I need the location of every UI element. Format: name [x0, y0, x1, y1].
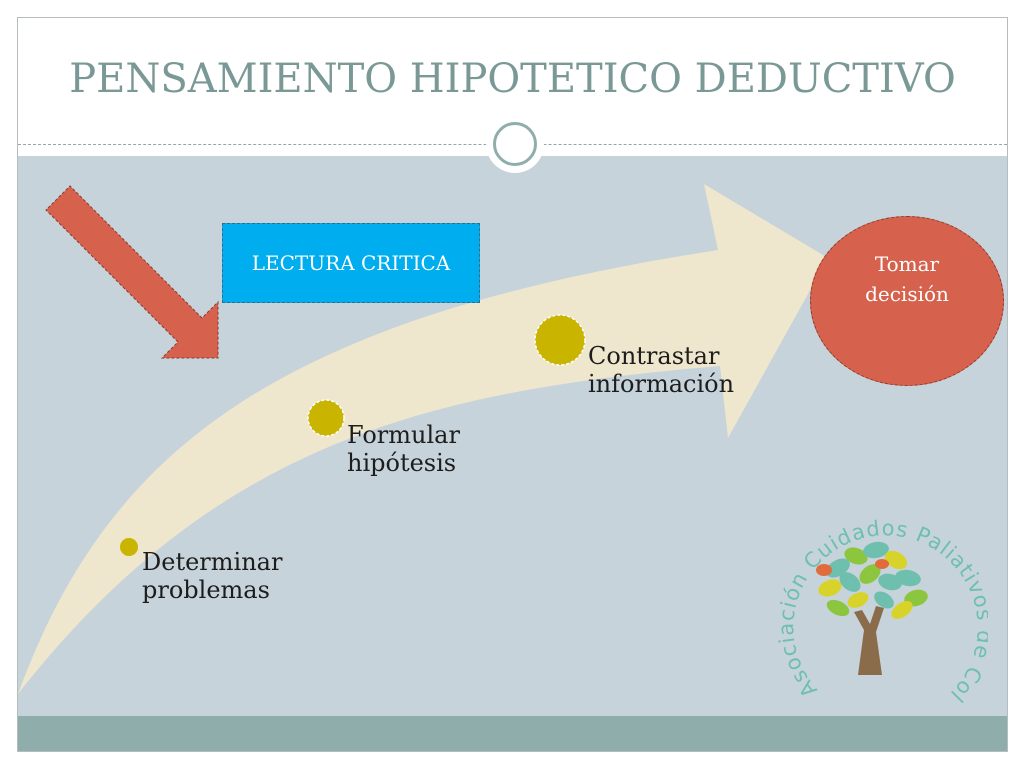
tree-of-hands-icon: Asociación Cuidados Paliativos de Colomb… [747, 471, 996, 708]
step-1-line-2: problemas [142, 576, 270, 604]
step-2-line-2: hipótesis [347, 449, 457, 477]
lectura-critica-box: LECTURA CRITICA [222, 223, 480, 303]
decision-line-1: Tomar [874, 252, 940, 276]
organization-logo: Asociación Cuidados Paliativos de Colomb… [747, 471, 996, 710]
step-label-3: Contrastar información [588, 342, 734, 398]
slide: PENSAMIENTO HIPOTETICO DEDUCTIVO Determi… [17, 17, 1008, 752]
step-3-line-2: información [588, 370, 735, 398]
slide-title: PENSAMIENTO HIPOTETICO DEDUCTIVO [69, 56, 956, 102]
process-diagram [18, 184, 828, 694]
progress-arrow [18, 184, 828, 694]
step-dot-1 [120, 538, 138, 556]
step-3-line-1: Contrastar [588, 342, 720, 370]
pointer-arrow [45, 185, 219, 359]
step-label-1: Determinar problemas [142, 548, 282, 604]
step-label-2: Formular hipótesis [347, 421, 460, 477]
step-dot-3 [534, 314, 586, 366]
decision-circle: Tomar decisión [810, 216, 1004, 386]
step-1-line-1: Determinar [142, 548, 283, 576]
divider-ornament-icon [486, 115, 544, 173]
ornament-ring [493, 122, 537, 166]
footer-bar [18, 716, 1007, 751]
step-dot-2 [307, 399, 345, 437]
decision-line-2: decisión [865, 282, 949, 306]
step-2-line-1: Formular [347, 421, 460, 449]
